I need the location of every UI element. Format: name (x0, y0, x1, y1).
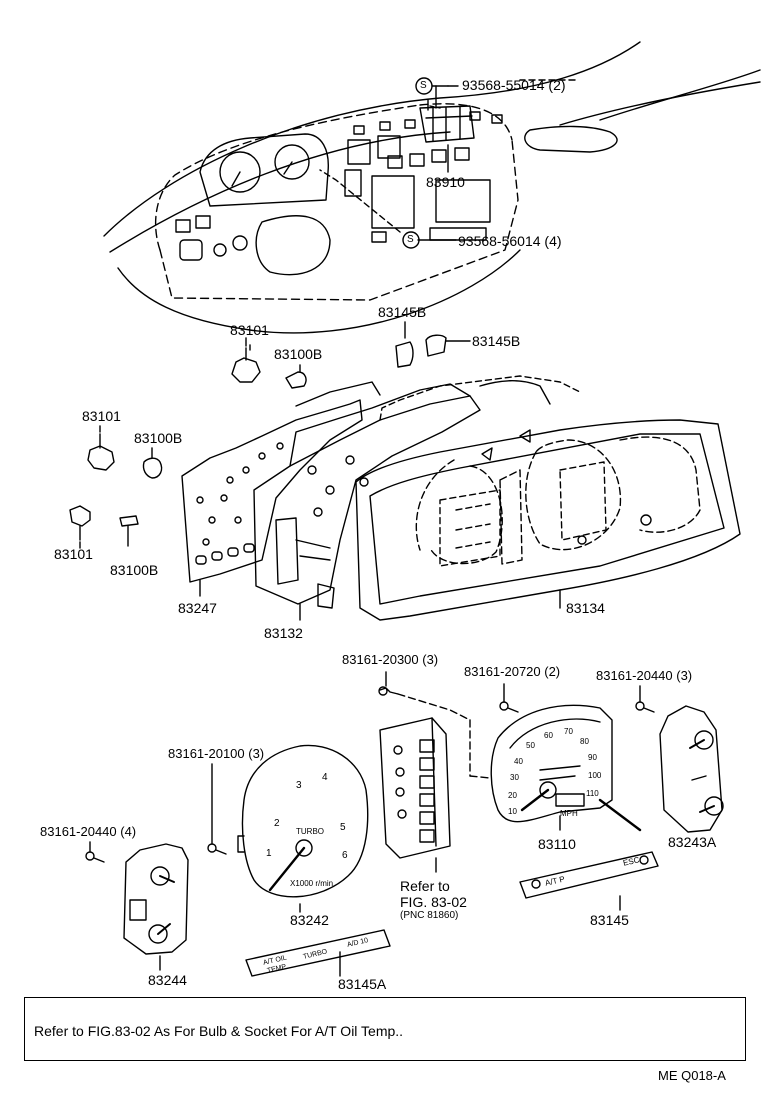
leader-lines (79, 337, 247, 549)
label-83134: 83134 (566, 600, 605, 616)
bulb-sockets (69, 344, 307, 547)
part-83145 (519, 851, 659, 911)
tacho-tick-2: 2 (274, 818, 280, 829)
speedo-unit-text: MPH (560, 809, 578, 818)
speedo-tick-110: 110 (586, 789, 599, 798)
label-refer-fig: FIG. 83-02 (400, 894, 467, 910)
label-83145a: 83145A (338, 976, 387, 992)
part-83145b (395, 321, 471, 368)
label-83145b-b: 83145B (472, 333, 521, 349)
tacho-tick-1: 1 (266, 848, 272, 859)
speedo-tick-50: 50 (526, 741, 535, 750)
tacho-unit-text: X1000 r/min (290, 879, 334, 888)
label-83145b-a: 83145B (378, 304, 427, 320)
label-83101-c: 83101 (54, 546, 93, 562)
part-83110 (490, 704, 642, 832)
part-83134 (355, 375, 741, 621)
label-83145: 83145 (590, 912, 629, 928)
label-83110: 83110 (538, 836, 576, 852)
speedo-tick-30: 30 (510, 773, 519, 782)
label-refer-pnc: (PNC 81860) (400, 910, 459, 921)
label-83161-20300: 83161-20300 (3) (342, 652, 439, 667)
label-83132: 83132 (264, 625, 303, 641)
label-83101-a: 83101 (230, 322, 269, 338)
label-83161-20440-a: 83161-20440 (3) (596, 668, 693, 683)
part-83145a (245, 929, 391, 977)
callout-s-bottom: S (407, 234, 414, 245)
tacho-tick-6: 6 (342, 850, 348, 861)
label-83161-20100: 83161-20100 (3) (168, 746, 265, 761)
tacho-tick-5: 5 (340, 822, 346, 833)
label-83243a: 83243A (668, 834, 717, 850)
part-83247 (181, 381, 381, 597)
screws (85, 671, 655, 863)
part-83243a (659, 705, 724, 833)
label-screw-93568-55014: 93568-55014 (2) (462, 77, 566, 93)
label-83247: 83247 (178, 600, 217, 616)
speedo-tick-80: 80 (580, 737, 589, 746)
label-83100b-c: 83100B (110, 562, 159, 578)
label-83910: 83910 (426, 174, 465, 190)
part-83242 (237, 744, 369, 913)
tacho-tick-3: 3 (296, 780, 302, 791)
dashboard-panel (103, 41, 761, 334)
label-83101-b: 83101 (82, 408, 121, 424)
label-83100b-a: 83100B (274, 346, 323, 362)
label-refer-to: Refer to (400, 878, 450, 894)
note-box (24, 997, 746, 1061)
switch-module (379, 717, 451, 873)
label-screw-93568-56014: 93568-56014 (4) (458, 233, 562, 249)
tacho-turbo-text: TURBO (296, 827, 324, 836)
speedo-tick-100: 100 (588, 771, 602, 780)
label-83244: 83244 (148, 972, 187, 988)
label-83161-20720: 83161-20720 (2) (464, 664, 561, 679)
callout-s-top: S (420, 80, 427, 91)
part-83244 (123, 843, 189, 971)
speedo-tick-40: 40 (514, 757, 523, 766)
tacho-tick-4: 4 (322, 772, 328, 783)
note-text: Refer to FIG.83-02 As For Bulb & Socket … (34, 1023, 404, 1039)
label-83100b-b: 83100B (134, 430, 183, 446)
speedo-tick-90: 90 (588, 753, 597, 762)
label-83242: 83242 (290, 912, 329, 928)
drawing-code: ME Q018-A (658, 1068, 726, 1083)
speedo-tick-60: 60 (544, 731, 553, 740)
speedo-tick-70: 70 (564, 727, 573, 736)
speedo-tick-20: 20 (508, 791, 517, 800)
part-83132 (253, 383, 481, 621)
label-83161-20440-b: 83161-20440 (4) (40, 824, 137, 839)
speedo-tick-10: 10 (508, 807, 517, 816)
